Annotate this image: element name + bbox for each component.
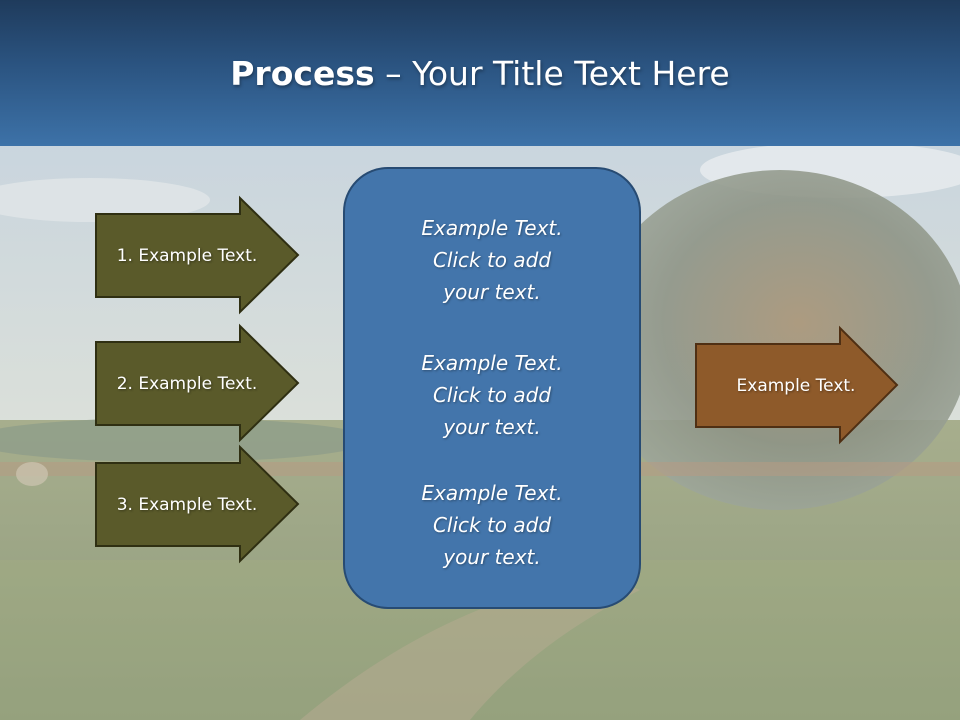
output-arrow[interactable] <box>695 325 899 445</box>
output-label: Example Text. <box>736 375 856 396</box>
input-label-3: 3. Example Text. <box>116 494 258 515</box>
input-label-2: 2. Example Text. <box>116 373 258 394</box>
center-text-block-1: Example Text. Click to add your text. <box>421 216 563 304</box>
input-arrow-3[interactable] <box>95 444 300 564</box>
center-process-box[interactable] <box>343 167 641 609</box>
title-rest-part: – Your Title Text Here <box>374 54 730 93</box>
center-text-block-2: Example Text. Click to add your text. <box>421 351 563 439</box>
input-label-1: 1. Example Text. <box>116 245 258 266</box>
center-text-block-3: Example Text. Click to add your text. <box>421 481 563 569</box>
title-bar <box>0 0 960 146</box>
input-arrow-1[interactable] <box>95 195 300 315</box>
title-bold-part: Process <box>230 54 375 93</box>
input-arrow-2[interactable] <box>95 323 300 443</box>
slide-title[interactable]: Process – Your Title Text Here <box>0 52 960 96</box>
